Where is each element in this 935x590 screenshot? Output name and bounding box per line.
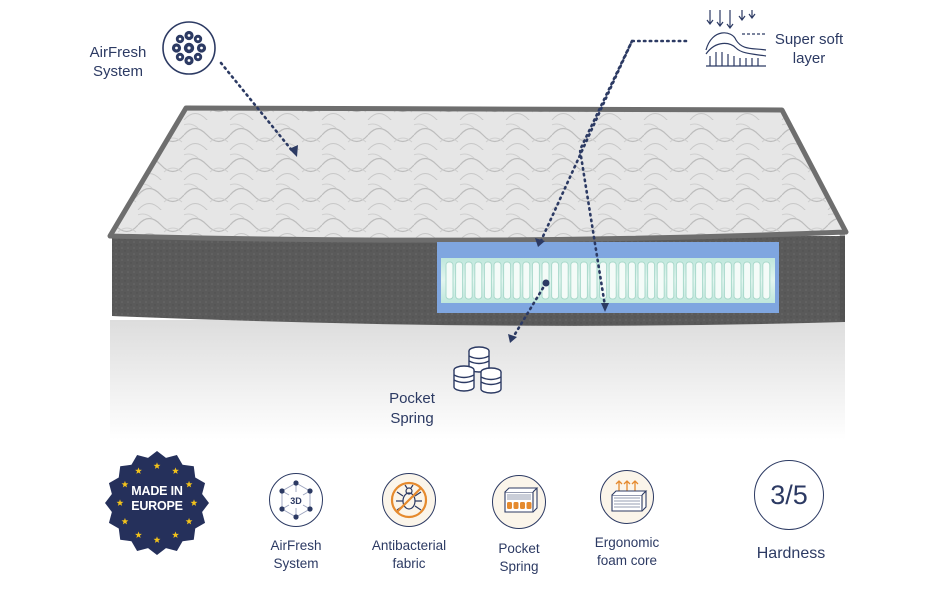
airfresh-3d-icon: 3D xyxy=(269,473,323,527)
made-in-europe-badge xyxy=(105,451,209,555)
airfresh-callout-icon xyxy=(162,21,216,75)
spring-column xyxy=(560,261,569,300)
pocket-spring-icon xyxy=(492,475,546,529)
badge-star xyxy=(153,536,161,543)
soft-layer-icon xyxy=(705,10,767,67)
spring-column xyxy=(675,261,684,300)
spring-column xyxy=(445,261,454,300)
spring-column xyxy=(455,261,464,300)
spring-column xyxy=(723,261,732,300)
pocket-spring-callout-label: Pocket Spring xyxy=(389,390,435,427)
badge-star xyxy=(190,499,198,506)
spring-column xyxy=(695,261,704,300)
spring-column xyxy=(608,261,617,300)
spring-column xyxy=(714,261,723,300)
pocket-spring-callout-icon xyxy=(453,346,502,394)
spring-column xyxy=(551,261,560,300)
badge-star xyxy=(121,480,129,488)
spring-column xyxy=(704,261,713,300)
spring-column xyxy=(762,261,771,300)
spring-column xyxy=(512,261,521,300)
feature-antibacterial-label: Antibacterial fabric xyxy=(371,538,447,571)
spring-column xyxy=(493,261,502,300)
feature-pocket-spring-label: Pocket Spring xyxy=(498,541,540,574)
spring-column xyxy=(647,261,656,300)
badge-star xyxy=(185,517,193,525)
hardness-label: Hardness xyxy=(756,545,826,562)
spring-column xyxy=(503,261,512,300)
icon-3d-text: 3D xyxy=(290,496,302,506)
feature-airfresh-label: AirFresh System xyxy=(270,538,322,571)
badge-star xyxy=(135,531,142,538)
badge-star xyxy=(153,462,161,469)
spring-column xyxy=(666,261,675,300)
spring-column xyxy=(522,261,531,300)
badge-star xyxy=(121,517,129,525)
made-in-europe-text: MADE IN EUROPE xyxy=(131,484,183,513)
spring-column xyxy=(656,261,665,300)
badge-star xyxy=(185,480,193,488)
antibacterial-icon xyxy=(382,473,436,527)
spring-column xyxy=(637,261,646,300)
ergonomic-foam-icon xyxy=(600,470,654,524)
badge-star xyxy=(116,499,124,506)
spring-column xyxy=(752,261,761,300)
spring-column xyxy=(733,261,742,300)
badge-star xyxy=(172,531,179,538)
feature-ergonomic-foam-label: Ergonomic foam core xyxy=(594,535,660,568)
spring-column xyxy=(627,261,636,300)
spring-column xyxy=(579,261,588,300)
hardness-value-circle: 3/5 xyxy=(754,460,824,530)
hardness-value: 3/5 xyxy=(770,479,808,510)
spring-column xyxy=(743,261,752,300)
spring-column xyxy=(464,261,473,300)
spring-column xyxy=(685,261,694,300)
badge-star xyxy=(135,467,142,474)
badge-star xyxy=(172,467,179,474)
spring-column xyxy=(483,261,492,300)
spring-column xyxy=(618,261,627,300)
spring-column xyxy=(474,261,483,300)
super-soft-callout-label: Super soft layer xyxy=(774,31,844,67)
airfresh-callout-label: AirFresh System xyxy=(89,44,147,80)
spring-column xyxy=(570,261,579,300)
spring-column xyxy=(589,261,598,300)
